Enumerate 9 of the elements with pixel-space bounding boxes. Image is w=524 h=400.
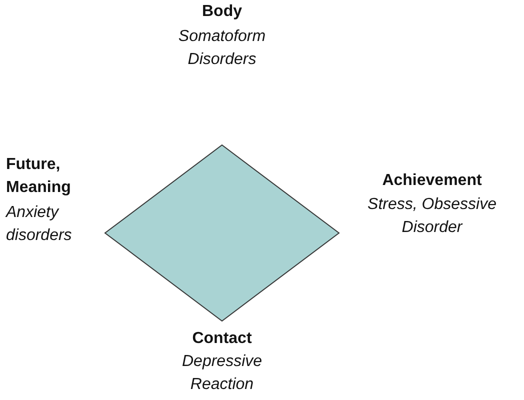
description-label: Depressive Reaction bbox=[180, 352, 264, 395]
description-label: Somatoform Disorders bbox=[177, 27, 267, 70]
heading-label: Contact bbox=[191, 329, 253, 349]
heading-label: Future, Meaning bbox=[6, 155, 72, 198]
description-label: Anxiety disorders bbox=[6, 203, 73, 246]
description-label: Stress, Obsessive Disorder bbox=[366, 195, 498, 238]
heading-label: Achievement bbox=[381, 171, 483, 191]
diamond-shape bbox=[104, 144, 340, 322]
heading-label: Body bbox=[201, 2, 243, 22]
